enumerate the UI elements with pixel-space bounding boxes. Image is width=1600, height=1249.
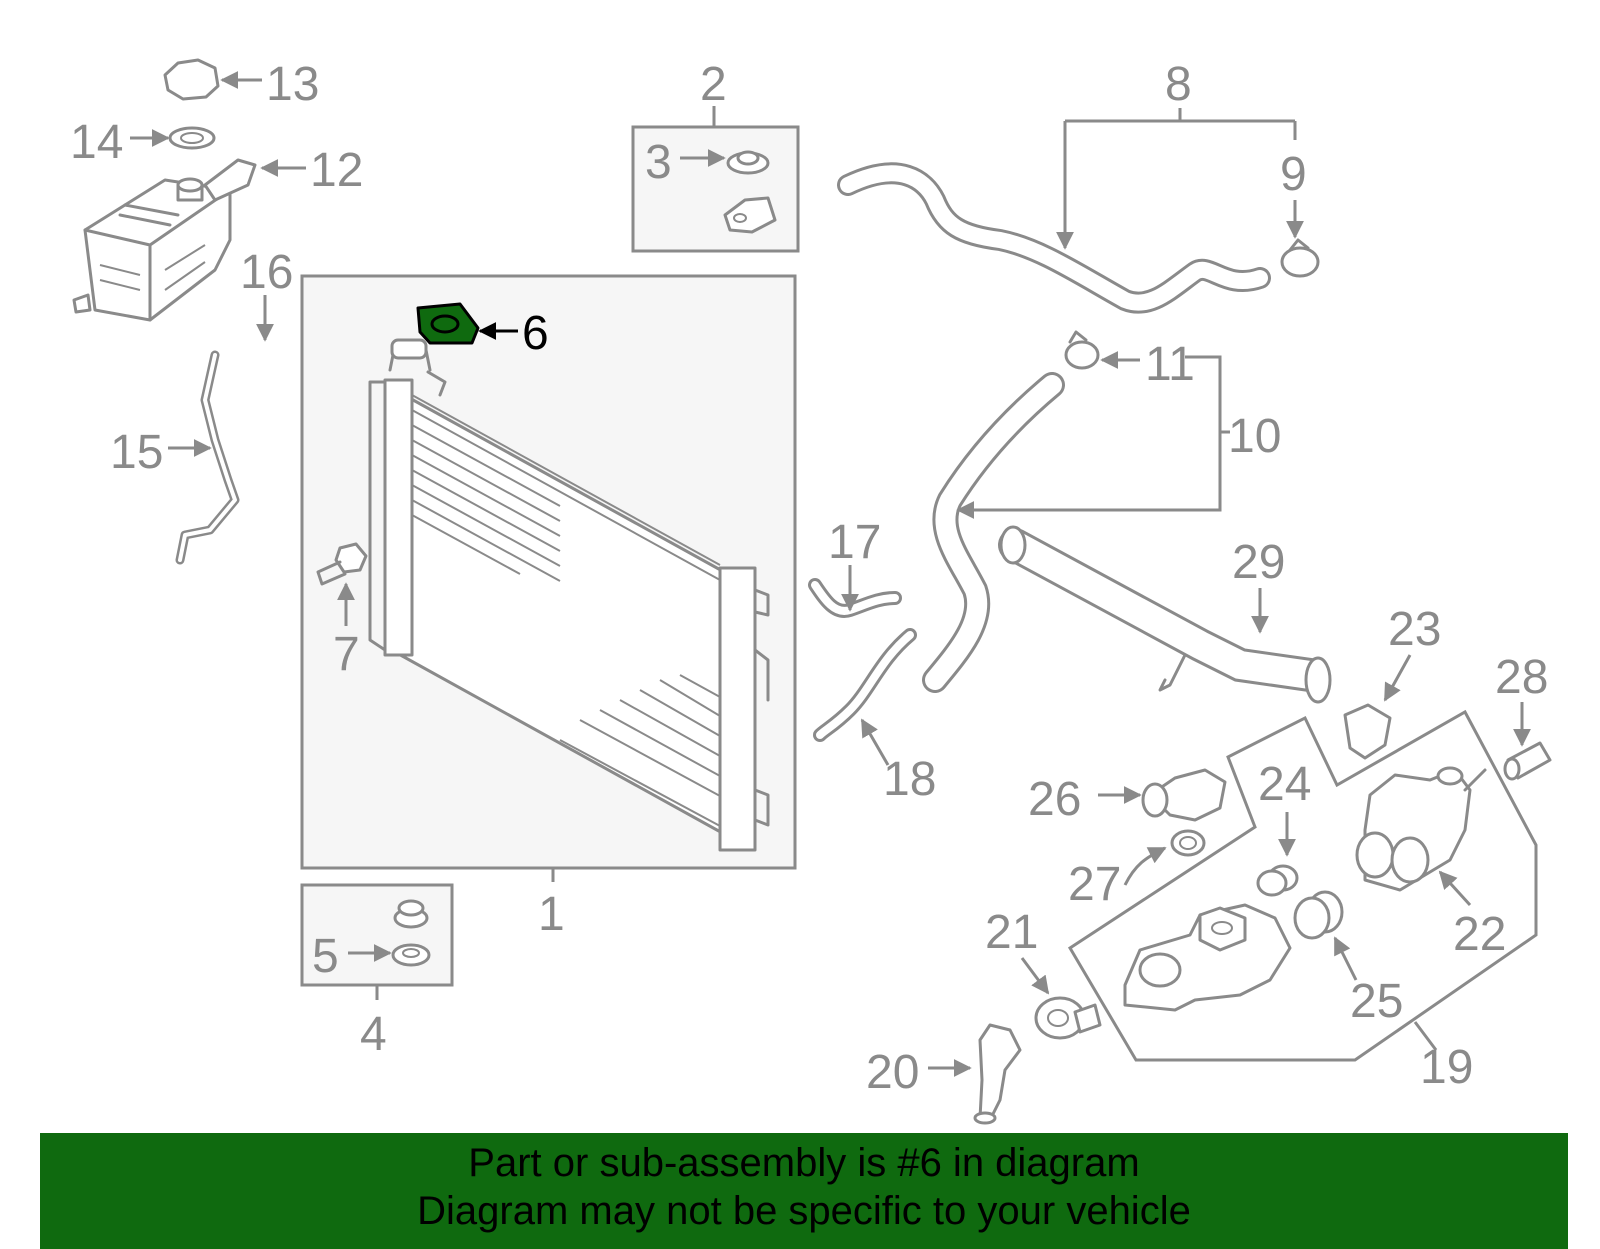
label-4: 4 [360,1008,387,1061]
thermostat-housing-icon [1355,766,1487,892]
banner-line-1: Part or sub-assembly is #6 in diagram [468,1141,1140,1185]
bracket-box [631,125,800,253]
label-19: 19 [1420,1041,1473,1094]
cap-icon [163,58,220,101]
upper-hose-group: 8 9 [837,58,1320,314]
radiator-icon [368,338,770,852]
label-20: 20 [866,1046,919,1099]
label-9: 9 [1280,148,1307,201]
label-25: 25 [1350,975,1403,1028]
label-8: 8 [1165,58,1192,111]
label-22: 22 [1453,908,1506,961]
upper-hose-icon [837,162,1271,314]
inlet-20-icon [973,1023,1022,1125]
bracket-group: 2 3 [631,58,800,253]
reservoir-group: 13 14 12 16 [70,58,363,565]
mount-bushing-icon [391,899,431,967]
seal-25-icon [1293,890,1344,940]
label-10: 10 [1228,410,1281,463]
lower-hose-icon [922,372,1065,693]
label-18: 18 [883,753,936,806]
sensor-28-icon [1503,741,1552,781]
hose-15-icon [175,350,240,565]
label-13: 13 [266,58,319,111]
label-23: 23 [1388,603,1441,656]
part-6-highlighted-icon [416,302,480,345]
o-ring-27-icon [1170,829,1206,857]
pipe-29-group: 29 [998,525,1332,704]
clamp-11-icon [1064,330,1100,370]
label-16: 16 [240,246,293,299]
hose-16-icon [214,308,276,393]
small-hoses-group: 17 18 [808,516,936,806]
label-29: 29 [1232,536,1285,589]
label-3: 3 [645,136,672,189]
clamp-9-icon [1280,238,1320,278]
label-26: 26 [1028,773,1081,826]
label-12: 12 [310,144,363,197]
label-1: 1 [538,888,565,941]
water-housing-icon [1123,903,1292,1012]
mount-box [300,883,454,987]
seal-ring-icon [168,126,216,150]
radiator-assembly-group: 1 6 7 [300,274,797,941]
label-14: 14 [70,116,123,169]
info-banner: Part or sub-assembly is #6 in diagram Di… [40,1133,1568,1249]
label-6: 6 [522,307,549,360]
plug-24-icon [1256,864,1299,897]
label-28: 28 [1495,651,1548,704]
reservoir-tank-icon [72,158,257,322]
gasket-23-icon [1343,703,1392,760]
insulator-icon [723,150,777,234]
label-17: 17 [828,516,881,569]
label-11: 11 [1145,338,1195,391]
label-21: 21 [985,906,1038,959]
label-5: 5 [312,930,339,983]
hose-18-icon [813,628,917,742]
label-15: 15 [110,426,163,479]
lower-hose-group: 11 10 [922,330,1281,693]
outlet-26-icon [1141,768,1227,822]
coolant-pipe-icon [998,525,1332,704]
label-2: 2 [700,58,727,111]
label-27: 27 [1068,858,1121,911]
bolt-icon [316,542,368,586]
mount-group: 4 5 [300,883,454,1061]
thermostat-21-icon [1034,996,1102,1040]
banner-line-2: Diagram may not be specific to your vehi… [417,1189,1191,1233]
label-24: 24 [1258,758,1311,811]
housing-group: 19 22 24 25 [1067,709,1538,1094]
hose-17-icon [808,578,902,618]
label-7: 7 [333,628,360,681]
